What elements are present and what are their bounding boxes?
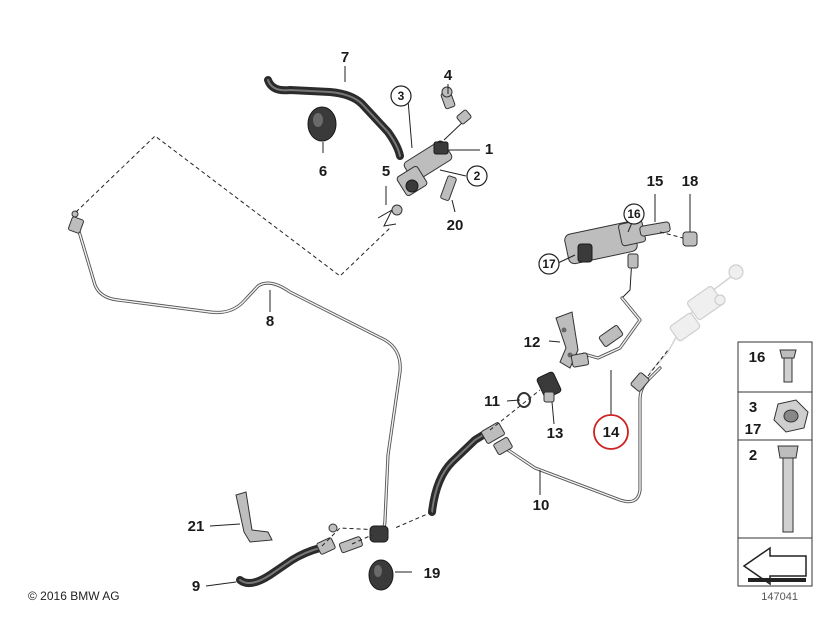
callout-9: 9 bbox=[192, 578, 200, 595]
grommet-6 bbox=[307, 106, 337, 142]
bracket-21 bbox=[235, 491, 273, 543]
bolt-20 bbox=[440, 175, 457, 201]
bracket-12 bbox=[555, 311, 579, 369]
callout-10: 10 bbox=[533, 497, 550, 514]
legend-3: 3 bbox=[749, 399, 757, 416]
connector-13 bbox=[536, 371, 562, 403]
callout-13: 13 bbox=[547, 425, 564, 442]
callout-19: 19 bbox=[424, 565, 441, 582]
copyright-text: © 2016 BMW AG bbox=[28, 589, 120, 603]
callout-15: 15 bbox=[647, 173, 664, 190]
direction-arrow-icon bbox=[742, 546, 807, 586]
legend-bolt-long-icon bbox=[777, 445, 799, 533]
clutch-hose bbox=[394, 389, 541, 529]
bolt-4 bbox=[440, 86, 456, 110]
master-cylinder-1 bbox=[396, 109, 472, 197]
callout-11: 11 bbox=[484, 393, 500, 410]
grommet-19 bbox=[368, 559, 394, 591]
callout-4: 4 bbox=[444, 67, 453, 84]
callout-12: 12 bbox=[524, 334, 541, 351]
callout-6: 6 bbox=[319, 163, 327, 180]
callout-2: 2 bbox=[474, 169, 481, 183]
callout-5: 5 bbox=[382, 163, 390, 180]
legend-2: 2 bbox=[749, 447, 757, 464]
pipe-14 bbox=[570, 296, 642, 368]
legend-panel: 16 3 17 2 bbox=[737, 341, 813, 587]
legend-17: 17 bbox=[745, 421, 762, 438]
hose-7 bbox=[264, 76, 404, 160]
callout-21: 21 bbox=[188, 518, 205, 535]
fitting-near-19 bbox=[338, 525, 389, 554]
legend-bolt-small-icon bbox=[779, 349, 797, 383]
legend-nut-icon bbox=[773, 399, 809, 433]
callout-1: 1 bbox=[485, 141, 493, 158]
callout-16: 16 bbox=[627, 207, 641, 221]
hose-9 bbox=[236, 523, 381, 588]
cap-18 bbox=[659, 231, 698, 247]
callout-18: 18 bbox=[682, 173, 699, 190]
diagram-id: 147041 bbox=[761, 591, 798, 603]
callout-14: 14 bbox=[603, 424, 620, 441]
callout-7: 7 bbox=[341, 49, 349, 66]
highlight-circle bbox=[593, 414, 629, 450]
legend-16: 16 bbox=[749, 349, 766, 366]
ghost-pedal-assembly bbox=[649, 264, 744, 373]
callout-8: 8 bbox=[266, 313, 274, 330]
clip-5 bbox=[377, 204, 403, 227]
pipe-8 bbox=[68, 210, 402, 534]
slave-cylinder-15 bbox=[564, 219, 671, 299]
callout-20: 20 bbox=[447, 217, 464, 234]
callout-17: 17 bbox=[542, 257, 556, 271]
pipe-10 bbox=[503, 349, 669, 504]
callout-3: 3 bbox=[398, 89, 405, 103]
